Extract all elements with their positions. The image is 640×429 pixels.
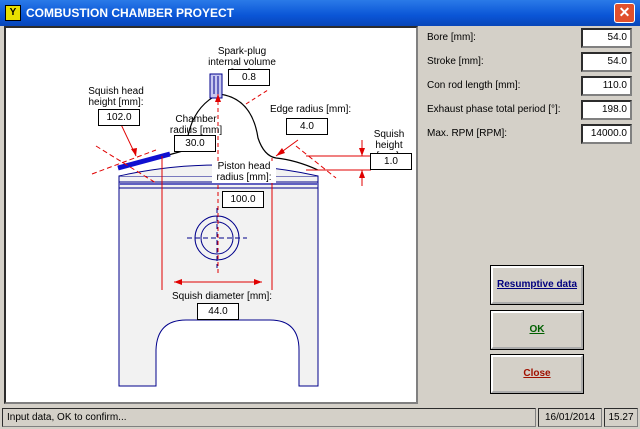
con-rod-length-label: Con rod length [mm]: <box>427 80 521 91</box>
edge-radius-label: Edge radius [mm]: <box>270 104 352 115</box>
exhaust-period-label: Exhaust phase total period [°]: <box>427 104 561 115</box>
status-message: Input data, OK to confirm... <box>2 408 536 427</box>
squish-diameter-label: Squish diameter [mm]: <box>172 291 273 302</box>
max-rpm-input[interactable]: 14000.0 <box>581 124 632 144</box>
status-date: 16/01/2014 <box>538 408 602 427</box>
status-time: 15.27 <box>604 408 638 427</box>
squish-height-field[interactable]: 1.0 <box>370 153 412 170</box>
spark-plug <box>209 73 223 99</box>
ok-button[interactable]: OK <box>490 310 584 350</box>
exhaust-period-input[interactable]: 198.0 <box>581 100 632 120</box>
chamber-radius-field[interactable]: 30.0 <box>174 135 216 152</box>
max-rpm-label: Max. RPM [RPM]: <box>427 128 508 139</box>
close-window-button[interactable]: ✕ <box>614 3 635 23</box>
spark-plug-volume-field[interactable]: 0.8 <box>228 69 270 86</box>
squish-band-left <box>117 151 171 171</box>
piston-head-radius-label: Piston head radius [mm]: <box>212 161 276 183</box>
resumptive-data-button[interactable]: Resumptive data <box>490 265 584 305</box>
pin-inner <box>200 221 234 255</box>
status-bar: Input data, OK to confirm... 16/01/2014 … <box>0 406 640 429</box>
title-bar: Y COMBUSTION CHAMBER PROYECT ✕ <box>0 0 640 26</box>
edge-radius-field[interactable]: 4.0 <box>286 118 328 135</box>
app-icon: Y <box>5 5 21 21</box>
stroke-label: Stroke [mm]: <box>427 56 484 67</box>
window-title: COMBUSTION CHAMBER PROYECT <box>26 6 235 20</box>
piston-head-radius-field[interactable]: 100.0 <box>222 191 264 208</box>
con-rod-length-input[interactable]: 110.0 <box>581 76 632 96</box>
stroke-input[interactable]: 54.0 <box>581 52 632 72</box>
chamber-radius-label: Chamber radius [mm] <box>169 114 223 136</box>
bore-label: Bore [mm]: <box>427 32 476 43</box>
diagram-canvas: Spark-plug internal volume [CC]: 0.8 Squ… <box>4 26 418 404</box>
squish-head-height-field[interactable]: 102.0 <box>98 109 140 126</box>
combustion-chamber-diagram <box>91 73 371 387</box>
piston-body <box>118 175 319 387</box>
squish-head-height-label: Squish head height [mm]: <box>88 86 144 108</box>
close-button[interactable]: Close <box>490 354 584 394</box>
squish-diameter-field[interactable]: 44.0 <box>197 303 239 320</box>
bore-input[interactable]: 54.0 <box>581 28 632 48</box>
dimension-arrows <box>131 94 365 285</box>
